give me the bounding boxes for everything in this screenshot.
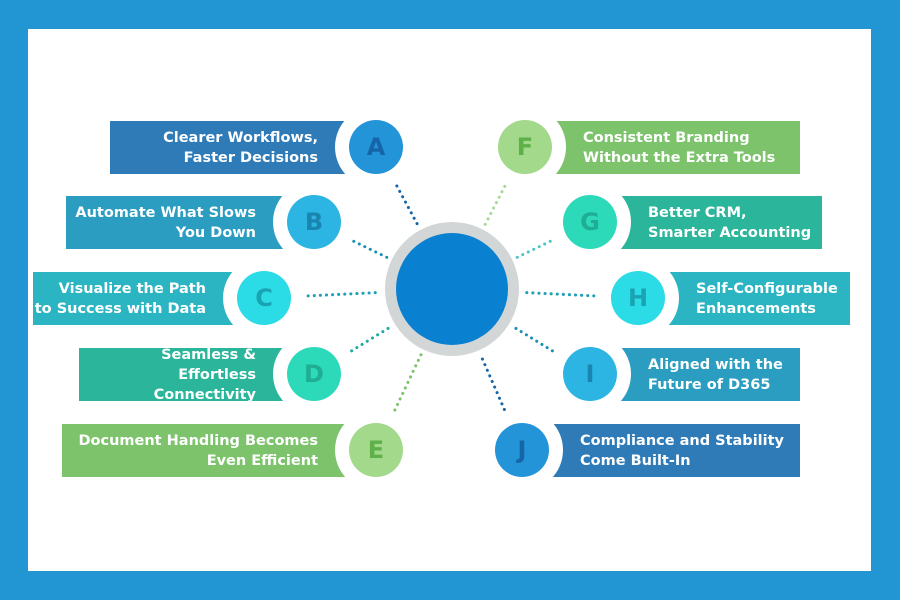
- item-badge-a: A: [349, 120, 403, 174]
- item-title-line1: Aligned with the: [648, 356, 783, 373]
- item-title-line1: Seamless & Effortless: [161, 346, 256, 383]
- badge-letter: I: [585, 360, 595, 388]
- item-title-line2: Even Efficient: [206, 452, 318, 469]
- hub-circle: [396, 233, 508, 345]
- item-title-line2: Enhancements: [696, 300, 816, 317]
- badge-letter: G: [580, 208, 600, 236]
- badge-letter: B: [304, 208, 324, 236]
- badge-letter: F: [516, 133, 534, 161]
- item-title-line1: Self-Configurable: [696, 280, 838, 297]
- item-badge-g: G: [563, 195, 617, 249]
- connector-c: [294, 290, 383, 298]
- connector-b: [341, 234, 390, 260]
- item-title-line2: Future of D365: [648, 376, 771, 393]
- item-title-line2: Connectivity: [153, 386, 256, 403]
- connector-h: [521, 290, 608, 298]
- item-title-line1: Better CRM,: [648, 204, 747, 221]
- badge-letter: H: [627, 284, 649, 312]
- badge-letter: J: [517, 436, 527, 464]
- connector-d: [339, 324, 394, 359]
- badge-letter: C: [255, 284, 273, 312]
- badge-letter: E: [367, 436, 385, 464]
- item-title-line2: to Success with Data: [34, 300, 206, 317]
- item-title-line1: Automate What Slows: [75, 204, 256, 221]
- item-title-line2: Smarter Accounting: [648, 224, 812, 241]
- item-title-line1: Visualize the Path: [58, 280, 206, 297]
- item-title-line2: Come Built-In: [580, 452, 691, 469]
- connector-j: [478, 352, 511, 423]
- item-title-line1: Document Handling Becomes: [78, 432, 319, 449]
- item-title-line1: Clearer Workflows,: [163, 129, 318, 146]
- item-banner-a: Clearer Workflows, Faster Decisions: [110, 121, 376, 174]
- item-badge-d: D: [287, 347, 341, 401]
- connector-e: [388, 351, 424, 423]
- item-title-line2: Without the Extra Tools: [583, 149, 776, 166]
- connector-i: [510, 324, 565, 359]
- item-badge-h: H: [611, 271, 665, 325]
- badge-letter: A: [366, 133, 386, 161]
- item-title-line1: Consistent Branding: [583, 129, 750, 146]
- item-badge-i: I: [563, 347, 617, 401]
- badge-letter: D: [304, 360, 324, 388]
- connector-g: [514, 234, 563, 260]
- connector-a: [389, 173, 420, 228]
- item-badge-f: F: [498, 120, 552, 174]
- item-title-line2: Faster Decisions: [183, 149, 318, 166]
- item-badge-b: B: [287, 195, 341, 249]
- item-badge-c: C: [237, 271, 291, 325]
- item-title-line2: You Down: [175, 224, 256, 241]
- item-title-line1: Compliance and Stability: [580, 432, 784, 449]
- item-badge-j: J: [495, 423, 549, 477]
- item-badge-e: E: [349, 423, 403, 477]
